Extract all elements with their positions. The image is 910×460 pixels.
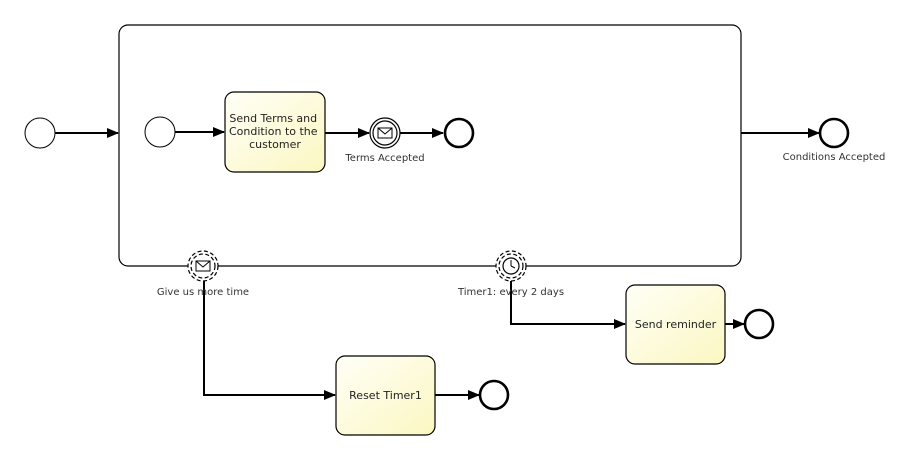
envelope-icon	[377, 127, 393, 139]
task-send-reminder-label: Send reminder	[635, 318, 717, 331]
start-event[interactable]	[24, 117, 56, 149]
boundary-message-event[interactable]	[187, 250, 219, 282]
task-reset-timer[interactable]: Reset Timer1	[335, 355, 436, 436]
end-event-reset[interactable]	[478, 379, 510, 411]
envelope-icon	[195, 260, 211, 272]
task-label-line: Send Terms and	[229, 112, 317, 125]
boundary-message-label: Give us more time	[157, 287, 249, 298]
task-label-line: customer	[249, 138, 301, 151]
task-send-terms[interactable]: Send Terms and Condition to the customer	[224, 91, 326, 173]
sequence-flow-boundary-timer-to-reminder[interactable]	[510, 281, 626, 329]
message-catch-event[interactable]	[369, 117, 401, 149]
boundary-timer-event[interactable]	[495, 250, 527, 282]
end-event-conditions-accepted[interactable]	[818, 117, 850, 149]
message-catch-event-label: Terms Accepted	[344, 153, 424, 164]
task-label-line: Condition to the	[229, 125, 318, 138]
boundary-timer-label: Timer1: every 2 days	[457, 287, 564, 298]
task-reset-timer-label: Reset Timer1	[349, 389, 422, 402]
end-event-reminder[interactable]	[743, 308, 775, 340]
clock-icon	[502, 257, 520, 275]
end-event-conditions-label: Conditions Accepted	[783, 152, 886, 163]
sequence-flow-boundary-message-to-reset[interactable]	[203, 281, 336, 400]
task-send-reminder[interactable]: Send reminder	[625, 284, 726, 365]
task-send-terms-label: Send Terms and Condition to the customer	[229, 112, 321, 151]
inner-start-event[interactable]	[144, 116, 176, 148]
subprocess[interactable]	[118, 24, 742, 267]
inner-end-event[interactable]	[443, 117, 475, 149]
